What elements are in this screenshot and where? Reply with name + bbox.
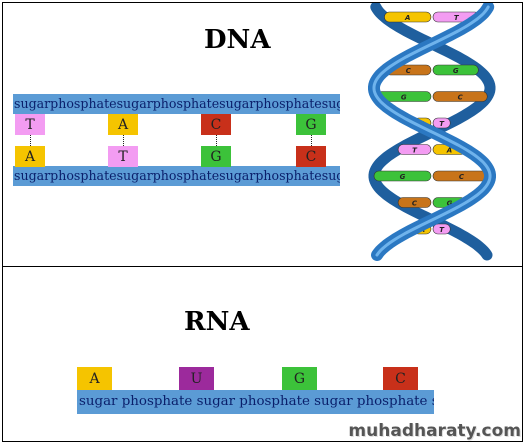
- helix-base-letter: A: [404, 14, 410, 22]
- rna-title: RNA: [184, 307, 250, 337]
- dna-top-strand: sugarphosphatesugarphosphatesugarphospha…: [13, 94, 340, 114]
- rna-base-1: A: [77, 367, 112, 390]
- rna-base-4: C: [383, 367, 418, 390]
- dna-bottom-strand: sugarphosphatesugarphosphatesugarphospha…: [13, 166, 340, 186]
- dna-top-base-3: C: [201, 114, 231, 135]
- site-watermark: muhadharaty.com: [348, 421, 521, 441]
- helix-base-letter: C: [412, 200, 418, 208]
- helix-base-letter: G: [400, 173, 406, 181]
- hydrogen-bond-2: [123, 135, 124, 146]
- dna-top-base-2: A: [108, 114, 138, 135]
- hydrogen-bond-1: [30, 135, 31, 146]
- helix-base-bar: [384, 11, 432, 23]
- helix-strand-highlight: [372, 5, 492, 257]
- helix-base-bar: [432, 223, 451, 235]
- helix-base-bar: [397, 197, 432, 208]
- dna-bottom-base-3: G: [201, 146, 231, 167]
- dna-bottom-base-1: A: [15, 146, 45, 167]
- rna-base-3: G: [282, 367, 317, 390]
- rna-strand: sugar phosphate sugar phosphate sugar ph…: [77, 390, 434, 414]
- hydrogen-bond-3: [216, 135, 217, 146]
- helix-base-bar: [432, 117, 451, 129]
- helix-base-letter: G: [401, 94, 407, 102]
- helix-base-letter: T: [454, 14, 460, 22]
- helix-base-letter: T: [412, 147, 418, 155]
- helix-base-letter: C: [406, 67, 412, 75]
- helix-base-bar: [397, 144, 432, 155]
- helix-base-letter: T: [439, 226, 445, 234]
- dna-title: DNA: [204, 25, 271, 55]
- dna-bottom-base-4: C: [296, 146, 326, 167]
- helix-base-letter: C: [458, 94, 464, 102]
- rna-panel: [2, 266, 523, 442]
- helix-base-bar: [432, 64, 479, 76]
- dna-bottom-base-2: T: [108, 146, 138, 167]
- helix-base-letter: A: [446, 147, 452, 155]
- helix-front-strand: [368, 3, 496, 261]
- helix-base-letter: G: [447, 200, 453, 208]
- helix-base-bar: [373, 170, 432, 182]
- helix-base-bar: [432, 91, 488, 102]
- rna-base-2: U: [179, 367, 214, 390]
- dna-top-base-4: G: [296, 114, 326, 135]
- helix-base-letter: G: [453, 67, 459, 75]
- dna-top-base-1: T: [15, 114, 45, 135]
- helix-base-letter: T: [439, 120, 445, 128]
- helix-base-letter: C: [459, 173, 465, 181]
- hydrogen-bond-4: [311, 135, 312, 146]
